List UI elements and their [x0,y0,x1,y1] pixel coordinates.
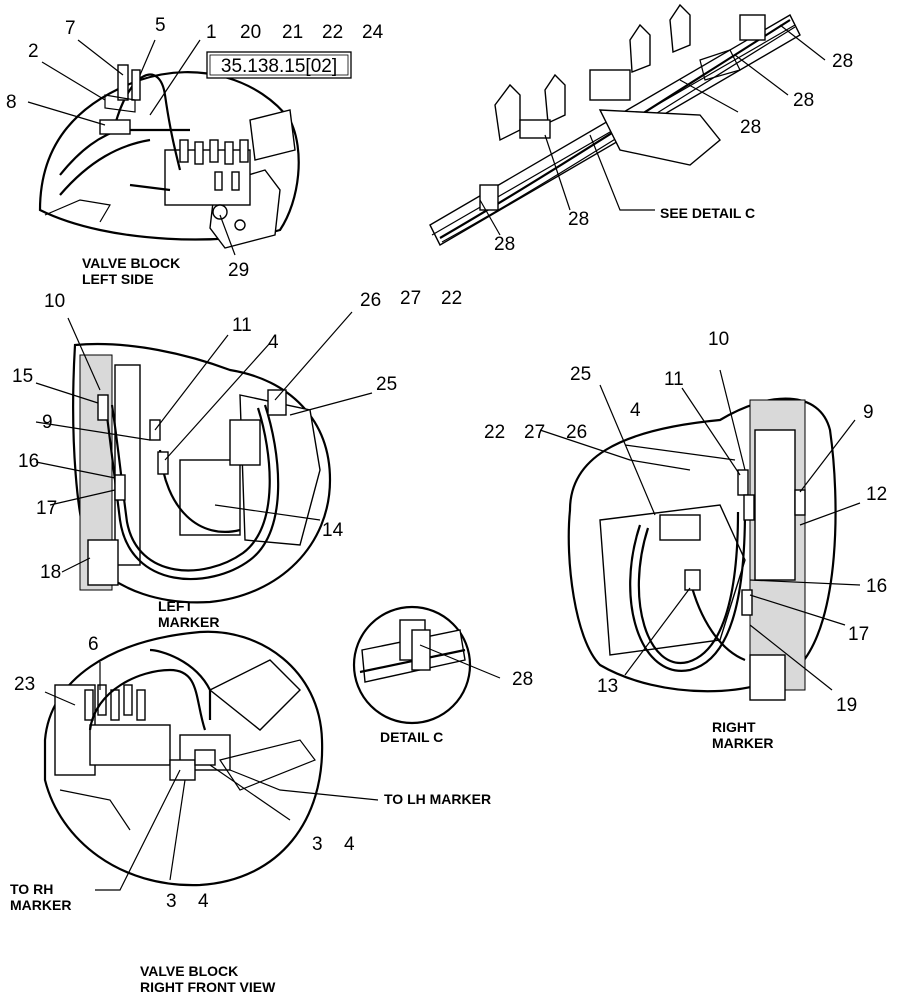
callout[interactable]: 16 [866,576,887,597]
callout[interactable]: 20 [240,22,261,43]
callout[interactable]: 28 [494,234,515,255]
callout[interactable]: 28 [740,117,761,138]
detail-c-view [352,605,472,725]
callout[interactable]: 18 [40,562,61,583]
callout[interactable]: 27 [524,422,545,443]
callout[interactable]: 27 [400,288,421,309]
callout[interactable]: 14 [322,520,344,541]
callout[interactable]: 25 [376,374,397,395]
caption-valve-block-left-line1: VALVE BLOCK [82,255,180,271]
callout[interactable]: 23 [14,674,35,695]
caption-right-marker-line2: MARKER [712,735,773,751]
callout[interactable]: 3 [166,891,177,912]
callout[interactable]: 28 [512,669,533,690]
caption-left-marker-line2: MARKER [158,614,219,630]
callout[interactable]: 4 [344,834,355,855]
callout[interactable]: 22 [484,422,505,443]
callouts-toolbar: 28 28 28 28 28 [494,51,853,255]
callout[interactable]: 28 [568,209,589,230]
callout[interactable]: 26 [566,422,587,443]
callout[interactable]: 9 [42,412,53,433]
callout[interactable]: 7 [65,18,76,39]
caption-to-rh-marker-line1: TO RH [10,881,53,897]
right-marker-view [567,397,837,701]
leader-lines [27,24,861,891]
callout[interactable]: 29 [228,260,249,281]
callout[interactable]: 8 [6,92,17,113]
callout[interactable]: 17 [848,624,869,645]
callout[interactable]: 4 [630,400,641,421]
callouts-detail-c: 28 [512,669,533,690]
caption-see-detail-c: SEE DETAIL C [660,205,755,221]
callout[interactable]: 26 [360,290,381,311]
caption-valve-block-right-line2: RIGHT FRONT VIEW [140,979,276,995]
callout[interactable]: 24 [362,22,384,43]
reference-number[interactable]: 35.138.15[02] [221,56,337,77]
callout[interactable]: 10 [708,329,729,350]
caption-detail-c: DETAIL C [380,729,443,745]
callout[interactable]: 28 [832,51,853,72]
callout[interactable]: 12 [866,484,887,505]
callout[interactable]: 4 [268,332,279,353]
callouts-left-marker: 10 26 27 22 11 4 15 9 25 16 17 14 18 [12,288,462,583]
callout[interactable]: 11 [664,369,684,390]
callout[interactable]: 15 [12,366,33,387]
reference-box [206,51,352,79]
caption-to-lh-marker: TO LH MARKER [384,791,491,807]
callout[interactable]: 25 [570,364,591,385]
caption-to-rh-marker-line2: MARKER [10,897,71,913]
callout[interactable]: 2 [28,41,39,62]
caption-right-marker-line1: RIGHT [712,719,756,735]
callout[interactable]: 22 [441,288,462,309]
callout[interactable]: 1 [206,22,217,43]
callout[interactable]: 19 [836,695,857,716]
callout[interactable]: 11 [232,315,252,336]
callout[interactable]: 4 [198,891,209,912]
toolbar-frame-view [429,3,801,246]
valve-block-left-view [38,64,300,249]
caption-valve-block-right-line1: VALVE BLOCK [140,963,238,979]
callout[interactable]: 21 [282,22,303,43]
callout[interactable]: 13 [597,676,618,697]
callout[interactable]: 28 [793,90,814,111]
callout[interactable]: 17 [36,498,57,519]
caption-valve-block-left-line2: LEFT SIDE [82,271,154,287]
caption-left-marker-line1: LEFT [158,598,193,614]
valve-block-right-view [43,630,324,887]
callout[interactable]: 6 [88,634,99,655]
callout[interactable]: 5 [155,15,166,36]
callouts-valve-block-right: 6 23 3 4 3 4 [14,634,355,912]
callout[interactable]: 10 [44,291,65,312]
captions: VALVE BLOCK LEFT SIDE SEE DETAIL C LEFT … [10,205,773,995]
callout[interactable]: 3 [312,834,323,855]
callouts-valve-block-left: 7 5 1 20 21 22 24 2 8 29 [6,15,384,281]
callout[interactable]: 9 [863,402,874,423]
left-marker-view [72,342,332,604]
callout[interactable]: 22 [322,22,343,43]
callout[interactable]: 16 [18,451,39,472]
callouts-right-marker: 25 10 11 22 27 26 4 9 12 16 17 13 19 [484,329,887,716]
